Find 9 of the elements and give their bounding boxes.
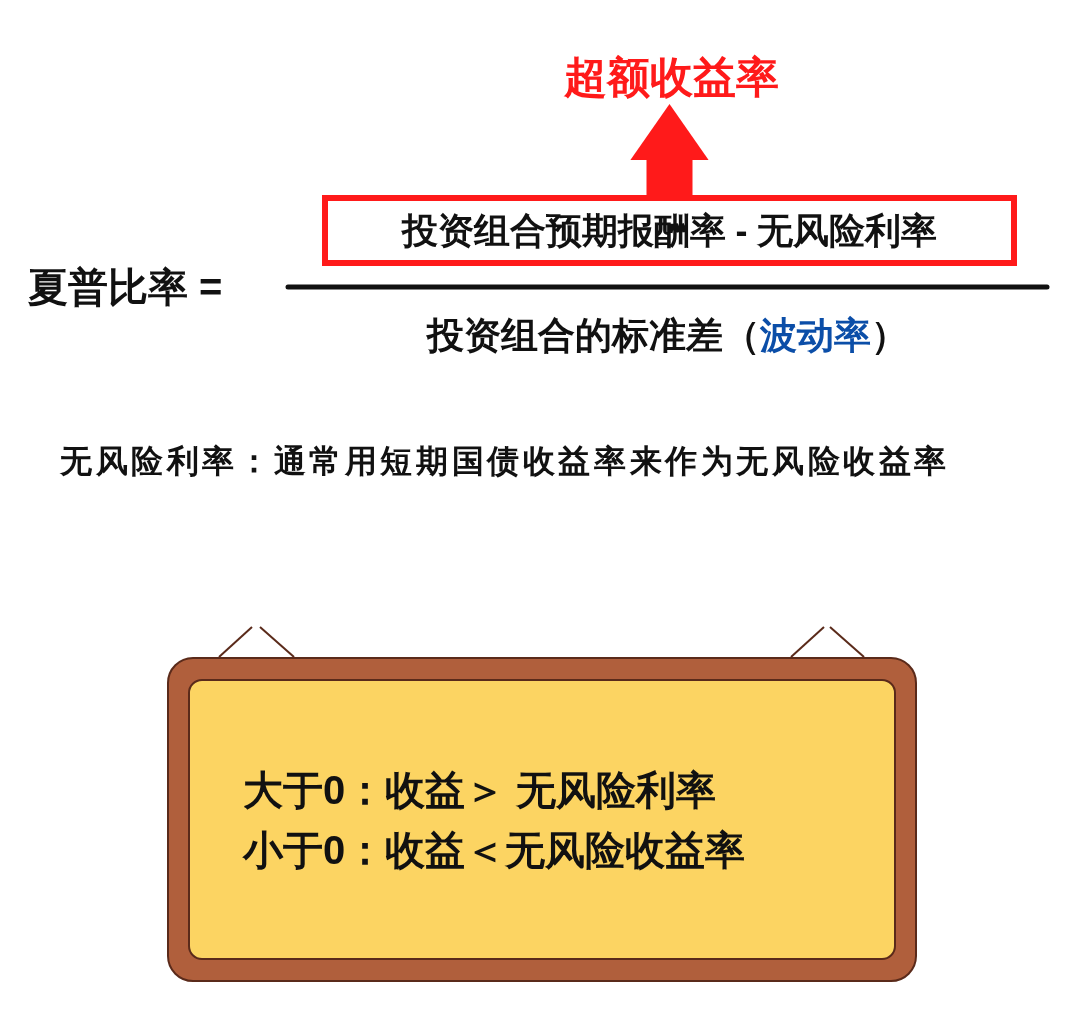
- sign-board: [167, 657, 917, 982]
- numerator-box: 投资组合预期报酬率 - 无风险利率: [322, 195, 1017, 266]
- arrow: [630, 104, 709, 195]
- sign-text: 小于0：收益＜无风险收益率: [243, 826, 746, 874]
- denominator-text: 投资组合的标准差（波动率）: [426, 314, 908, 358]
- sign-text: 大于0：收益＞ 无风险利率: [243, 766, 717, 814]
- note-text: 无风险利率：通常用短期国债收益率来作为无风险收益率: [60, 442, 950, 481]
- result-label: 超额收益率: [553, 50, 790, 104]
- formula-name: 夏普比率 =: [28, 264, 223, 311]
